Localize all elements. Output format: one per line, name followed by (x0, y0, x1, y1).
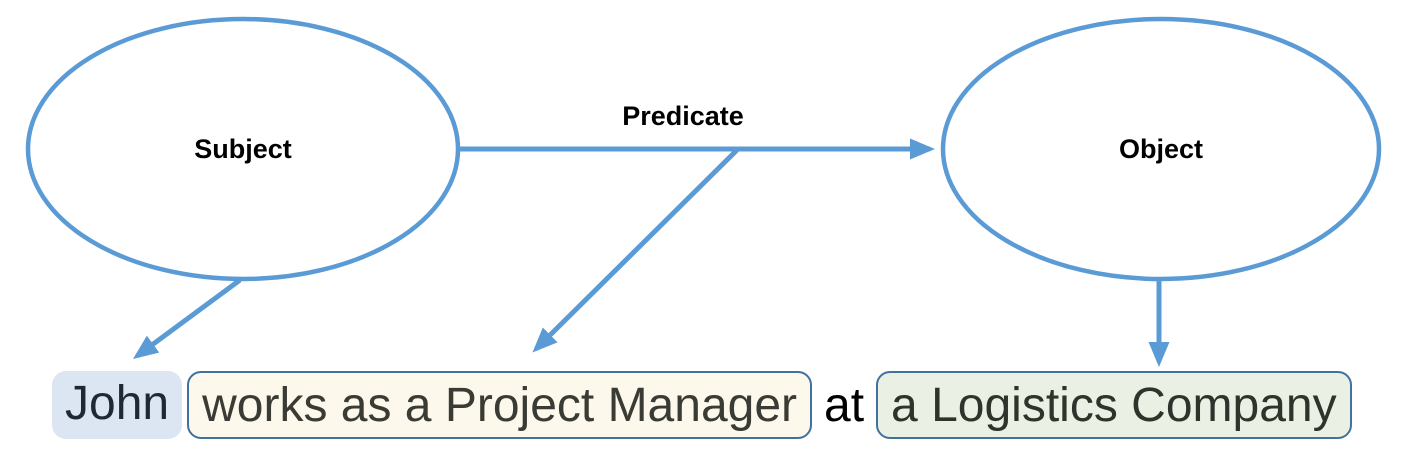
subject-ellipse (25, 16, 461, 282)
object-ellipse-label: Object (1118, 134, 1204, 164)
subject-pointer-arrow (132, 277, 242, 359)
object-token: a Logistics Company (876, 371, 1352, 439)
predicate-pointer-arrow (532, 148, 739, 353)
predicate-arrow-label: Predicate (622, 101, 744, 131)
example-sentence: John works as a Project Manager at a Log… (52, 369, 1352, 441)
subject-token: John (52, 371, 183, 439)
predicate-token: works as a Project Manager (187, 371, 813, 439)
connector-word: at (824, 378, 865, 432)
subject-ellipse-label: Subject (194, 134, 292, 164)
